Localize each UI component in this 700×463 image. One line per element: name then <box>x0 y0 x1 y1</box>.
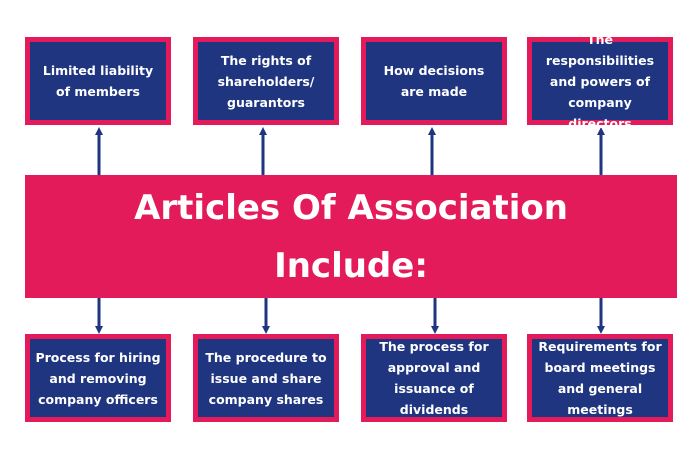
box-meeting-requirements: Requirements for board meetings and gene… <box>527 334 673 422</box>
box-shareholder-rights: The rights of shareholders/ guarantors <box>193 37 339 125</box>
box-decisions: How decisions are made <box>361 37 507 125</box>
box-limited-liability: Limited liability of members <box>25 37 171 125</box>
center-banner: Articles Of Association Include: <box>25 175 677 298</box>
box-text: Process for hiring and removing company … <box>35 349 161 407</box>
box-hiring-officers: Process for hiring and removing company … <box>25 334 171 422</box>
box-director-responsibilities: The responsibilities and powers of compa… <box>527 32 673 131</box>
box-text: How decisions are made <box>383 63 485 99</box>
box-text: The process for approval and issuance of… <box>379 339 489 417</box>
box-text: Limited liability of members <box>42 63 154 99</box>
box-dividends: The process for approval and issuance of… <box>361 334 507 422</box>
box-share-procedure: The procedure to issue and share company… <box>193 334 339 422</box>
box-text: The rights of shareholders/ guarantors <box>217 52 315 110</box>
box-text: Requirements for board meetings and gene… <box>538 339 662 417</box>
box-text: The responsibilities and powers of compa… <box>545 31 655 131</box>
banner-title-line2: Include: <box>274 245 428 286</box>
box-text: The procedure to issue and share company… <box>205 349 327 407</box>
banner-title-line1: Articles Of Association <box>134 187 568 228</box>
